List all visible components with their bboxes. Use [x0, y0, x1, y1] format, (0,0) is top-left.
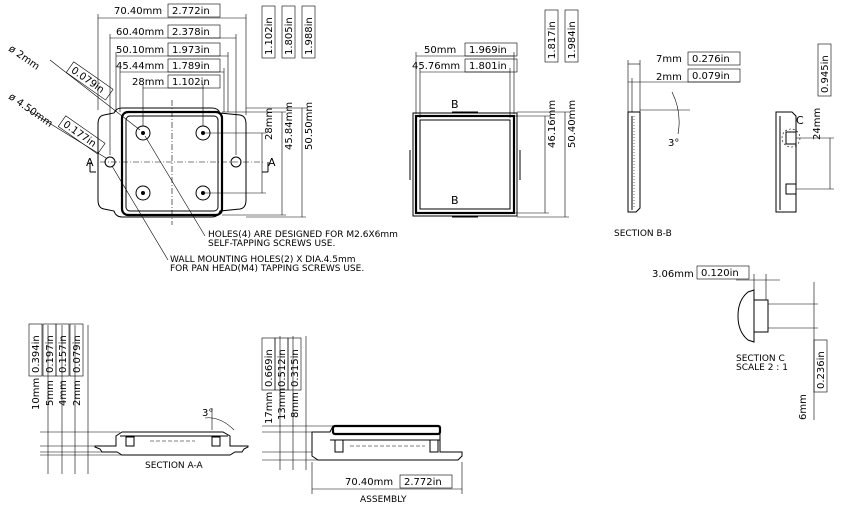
lid-view: B B 50mm 1.969in 45.76mm 1.801in 46.16mm… — [409, 9, 579, 218]
note-holes-line2: SELF-TAPPING SCREWS USE. — [208, 239, 335, 249]
sc-d1-in: 0.120in — [701, 268, 739, 279]
lid-w2-in: 1.801in — [469, 61, 507, 72]
top-v2-in: 1.805in — [284, 17, 295, 55]
asm-h3-in: 0.315in — [290, 349, 301, 387]
sc-d2-mm: 6mm — [798, 394, 809, 420]
aa-h3-mm: 4mm — [58, 380, 69, 406]
top-dim3-mm: 50.10mm — [116, 45, 164, 56]
aa-h1-in: 0.394in — [31, 335, 42, 373]
section-a-left-label: A — [86, 156, 94, 169]
section-bb: 3° 7mm 0.276in 2mm 0.079in SECTION B-B — [614, 51, 741, 239]
section-b-bottom-label: B — [451, 194, 459, 207]
bb-d2-mm: 2mm — [656, 72, 682, 83]
bb-d2-in: 0.079in — [692, 71, 730, 82]
lid-h2-in: 1.984in — [567, 21, 578, 59]
top-dim1-in: 2.772in — [172, 6, 210, 17]
top-v2-mm: 45.84mm — [284, 102, 295, 150]
sc-d1-mm: 3.06mm — [652, 269, 694, 280]
top-dim1-mm: 70.40mm — [114, 6, 162, 17]
side-c-h-in: 0.945in — [820, 55, 831, 93]
bb-d1-mm: 7mm — [656, 54, 682, 65]
top-v3-mm: 50.50mm — [304, 102, 315, 150]
aa-h2-mm: 5mm — [45, 380, 56, 406]
aa-angle: 3° — [202, 408, 213, 419]
side-view-c: C 24mm 0.945in — [775, 43, 834, 213]
dia45-mm: ø 4.50mm — [6, 91, 54, 129]
lid-w1-in: 1.969in — [469, 45, 507, 56]
asm-h1-in: 0.669in — [264, 349, 275, 387]
asm-label: ASSEMBLY — [360, 495, 407, 505]
sc-label1: SECTION C — [736, 354, 785, 364]
dia2-mm: ø 2mm — [6, 43, 41, 72]
note-wall-line1: WALL MOUNTING HOLES(2) X DIA.4.5mm — [170, 255, 356, 265]
lid-w1-mm: 50mm — [424, 45, 456, 56]
top-view: A A 70.40mm 2.772in 60.40mm 2.378in 50.1… — [6, 3, 398, 274]
aa-h4-in: 0.079in — [72, 335, 83, 373]
section-a-right-label: A — [268, 156, 276, 169]
sc-label2: SCALE 2 : 1 — [736, 363, 788, 373]
top-dim2-mm: 60.40mm — [116, 27, 164, 38]
bb-angle: 3° — [668, 138, 679, 149]
lid-w2-mm: 45.76mm — [412, 61, 460, 72]
top-v3-in: 1.988in — [304, 17, 315, 55]
asm-h1-mm: 17mm — [264, 392, 275, 424]
bb-d1-in: 0.276in — [692, 54, 730, 65]
top-v1-in: 1.102in — [264, 17, 275, 55]
mounting-hole-right — [230, 156, 242, 168]
lid-h2-mm: 50.40mm — [567, 100, 578, 148]
assembly: 0.669in 0.512in 0.315in 17mm 13mm 8mm 70… — [261, 336, 463, 505]
asm-w-mm: 70.40mm — [345, 477, 393, 488]
top-dim4-mm: 45.44mm — [116, 61, 164, 72]
aa-label: SECTION A-A — [145, 461, 204, 471]
asm-h2-in: 0.512in — [277, 349, 288, 387]
top-dim5-mm: 28mm — [132, 77, 164, 88]
section-b-top-label: B — [451, 98, 459, 111]
top-v1-mm: 28mm — [264, 108, 275, 140]
lid-h1-in: 1.817in — [547, 21, 558, 59]
asm-w-in: 2.772in — [404, 477, 442, 488]
top-dim2-in: 2.378in — [172, 27, 210, 38]
aa-h2-in: 0.197in — [45, 335, 56, 373]
side-c-tag: C — [796, 114, 804, 127]
top-dim4-in: 1.789in — [172, 61, 210, 72]
top-dim5-in: 1.102in — [172, 77, 210, 88]
asm-h2-mm: 13mm — [277, 388, 288, 420]
asm-h3-mm: 8mm — [290, 392, 301, 418]
aa-h1-mm: 10mm — [31, 378, 42, 410]
note-wall-line2: FOR PAN HEAD(M4) TAPPING SCREWS USE. — [170, 264, 364, 274]
screw-boss-group — [135, 125, 211, 201]
bb-label: SECTION B-B — [614, 229, 672, 239]
sc-d2-in: 0.236in — [816, 351, 827, 389]
note-holes-line1: HOLES(4) ARE DESIGNED FOR M2.6X6mm — [208, 230, 398, 240]
aa-h4-mm: 2mm — [72, 380, 83, 406]
section-c: 3.06mm 0.120in 0.236in 6mm SECTION C SCA… — [652, 265, 828, 420]
side-c-h-mm: 24mm — [812, 108, 823, 140]
lid-h1-mm: 46.16mm — [547, 100, 558, 148]
aa-h3-in: 0.157in — [58, 335, 69, 373]
section-aa: 3° SECTION A-A 0.394in 0.197in 0.157in 0… — [28, 323, 249, 474]
top-dim3-in: 1.973in — [172, 45, 210, 56]
